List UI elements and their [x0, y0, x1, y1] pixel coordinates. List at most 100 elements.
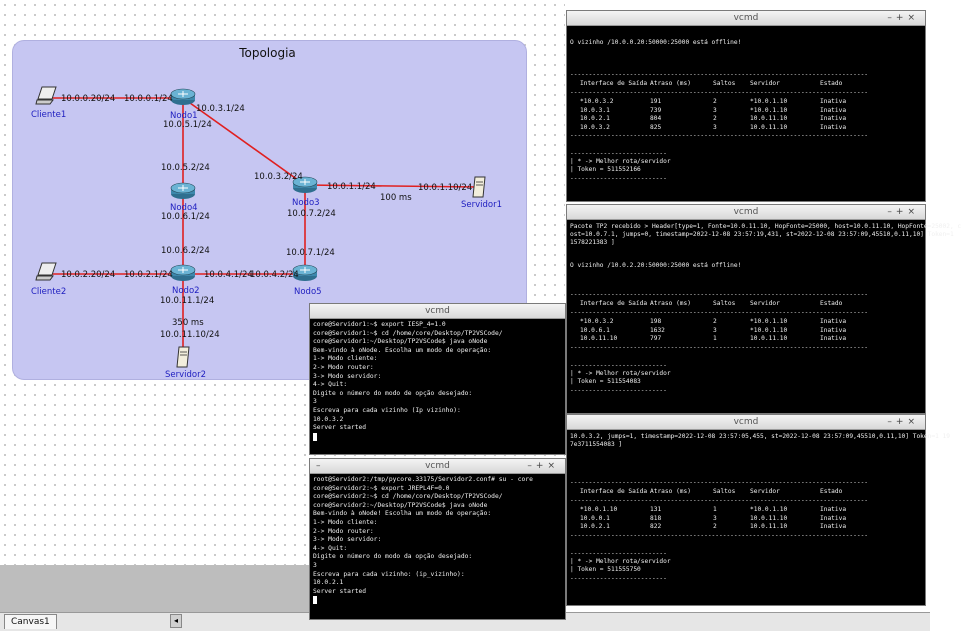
- terminal-line: core@Servidor1:~$ export IESP_4=1.0: [313, 321, 446, 328]
- table-cell: *10.0.1.10: [580, 506, 618, 513]
- terminal-output[interactable]: root@Servidor2:/tmp/pycore.33175/Servido…: [313, 476, 562, 617]
- node-label-nodo3: Nodo3: [292, 198, 320, 208]
- node-label-cliente2: Cliente2: [31, 287, 67, 297]
- table-cell: 10.0.11.10: [750, 523, 788, 530]
- window-title: vcmd: [425, 461, 450, 471]
- terminal-cursor: [313, 596, 317, 605]
- table-cell: Inativa: [820, 98, 847, 105]
- iface-label: 10.0.0.1/24: [124, 94, 173, 104]
- router-icon[interactable]: [170, 88, 196, 106]
- node-label-nodo1: Nodo1: [170, 111, 198, 121]
- router-icon[interactable]: [292, 264, 318, 282]
- table-cell: 10.0.11.10: [750, 335, 788, 342]
- window-title: vcmd: [425, 306, 450, 316]
- table-cell: *10.0.3.2: [580, 98, 614, 105]
- window-controls-icon[interactable]: –+×: [887, 207, 919, 217]
- table-cell: 10.0.3.2: [580, 123, 610, 131]
- table-cell: 10.0.0.1: [580, 514, 610, 522]
- terminal-line: 1-> Modo cliente:: [313, 355, 378, 363]
- laptop-icon[interactable]: [35, 86, 58, 106]
- iface-label: 10.0.3.1/24: [196, 104, 245, 114]
- token-value: | Token = 511554083: [570, 377, 641, 385]
- scroll-left-arrow[interactable]: ◂: [170, 614, 182, 628]
- iface-label: 10.0.7.1/24: [286, 248, 335, 258]
- node-label-servidor1: Servidor1: [461, 200, 503, 210]
- table-header-cell: Atraso (ms): [650, 80, 691, 87]
- best-route-note: | * -> Melhor rota/servidor: [570, 158, 671, 165]
- vcmd-window-routing-2[interactable]: vcmd –+× Pacote TP2 recebido > Header[ty…: [566, 204, 961, 414]
- iface-label: 10.0.2.20/24: [61, 270, 116, 280]
- table-border: ----------------------------------------…: [570, 291, 869, 298]
- table-cell: 1: [713, 506, 717, 513]
- window-title: vcmd: [733, 207, 759, 217]
- table-cell: 1: [713, 335, 717, 342]
- laptop-icon[interactable]: [35, 262, 58, 282]
- vcmd-window-servidor1[interactable]: vcmd core@Servidor1:~$ export IESP_4=1.0…: [309, 303, 566, 455]
- window-menu-icon[interactable]: –: [316, 461, 321, 471]
- terminal-cursor: [313, 432, 317, 441]
- terminal-line: Escreva para cada vizinho: (ip_vizinho):: [313, 570, 465, 578]
- window-titlebar[interactable]: vcmd –+×: [567, 11, 925, 26]
- delay-label: 350 ms: [172, 318, 204, 328]
- table-header-cell: Interface de Saída: [580, 488, 648, 495]
- server-icon[interactable]: [176, 346, 190, 368]
- table-border: ----------------------------------------…: [570, 479, 869, 486]
- window-controls-icon[interactable]: –+×: [887, 417, 919, 427]
- packet-line: ost=10.0.7.1, jumps=0, timestamp=2022-12…: [570, 231, 954, 238]
- node-label-nodo5: Nodo5: [294, 287, 322, 297]
- table-cell: Inativa: [820, 514, 847, 522]
- iface-label: 10.0.7.2/24: [287, 209, 336, 219]
- table-border: ----------------------------------------…: [570, 132, 869, 139]
- table-header-cell: Saltos: [713, 80, 736, 87]
- vcmd-window-servidor2[interactable]: – vcmd –+× root@Servidor2:/tmp/pycore.33…: [309, 458, 566, 620]
- terminal-line: 3-> Modo servidor:: [313, 536, 382, 544]
- table-cell: *10.0.3.2: [580, 318, 614, 325]
- table-cell: Inativa: [820, 326, 847, 334]
- offline-message: O vizinho /10.0.2.20:50000:25000 está of…: [570, 262, 742, 269]
- window-controls-icon[interactable]: –+×: [527, 461, 559, 471]
- vcmd-window-routing-1[interactable]: vcmd –+× O vizinho /10.0.0.20:50000:2500…: [566, 10, 926, 202]
- token-value: | Token = 511555750: [570, 565, 641, 573]
- iface-label: 10.0.2.1/24: [124, 270, 173, 280]
- terminal-line: 3-> Modo servidor:: [313, 372, 382, 380]
- table-cell: 797: [650, 335, 662, 342]
- table-cell: 191: [650, 98, 662, 105]
- table-cell: 804: [650, 115, 662, 122]
- window-titlebar[interactable]: vcmd: [310, 304, 565, 319]
- best-route-note: | * -> Melhor rota/servidor: [570, 557, 671, 565]
- table-cell: Inativa: [820, 523, 847, 530]
- iface-label: 10.0.6.2/24: [161, 246, 210, 256]
- tab-canvas1[interactable]: Canvas1: [4, 614, 57, 629]
- server-icon[interactable]: [472, 176, 486, 198]
- window-titlebar[interactable]: vcmd –+×: [567, 415, 925, 430]
- iface-label: 10.0.1.10/24: [418, 183, 473, 193]
- table-header-cell: Estado: [820, 488, 843, 495]
- iface-label: 10.0.4.1/24: [204, 270, 253, 280]
- vcmd-window-routing-3[interactable]: vcmd –+× 10.0.3.2, jumps=1, timestamp=20…: [566, 414, 950, 606]
- network-links: [52, 97, 479, 355]
- table-cell: 10.0.11.10: [750, 123, 788, 131]
- table-header-cell: Estado: [820, 300, 843, 307]
- table-header-cell: Atraso (ms): [650, 300, 691, 307]
- terminal-line: root@Servidor2:/tmp/pycore.33175/Servido…: [313, 476, 533, 483]
- iface-label: 10.0.5.2/24: [161, 163, 210, 173]
- table-cell: *10.0.1.10: [750, 326, 788, 334]
- table-cell: 2: [713, 98, 717, 105]
- router-icon[interactable]: [170, 182, 196, 200]
- node-label-nodo4: Nodo4: [170, 203, 198, 213]
- link-nodo3-servidor1: [304, 184, 479, 188]
- node-label-cliente1: Cliente1: [31, 110, 67, 120]
- window-controls-icon[interactable]: –+×: [887, 13, 919, 23]
- router-icon[interactable]: [292, 176, 318, 194]
- window-titlebar[interactable]: – vcmd –+×: [310, 459, 565, 474]
- window-titlebar[interactable]: vcmd –+×: [567, 205, 925, 220]
- table-cell: *10.0.1.10: [750, 318, 788, 325]
- table-cell: 10.0.2.1: [580, 115, 610, 122]
- terminal-line: Server started: [313, 424, 367, 432]
- table-cell: 2: [713, 523, 717, 530]
- node-label-nodo2: Nodo2: [172, 286, 200, 296]
- packet-line: 10.0.3.2, jumps=1, timestamp=2022-12-08 …: [570, 433, 950, 440]
- router-icon[interactable]: [170, 264, 196, 282]
- table-cell: 3: [713, 106, 717, 114]
